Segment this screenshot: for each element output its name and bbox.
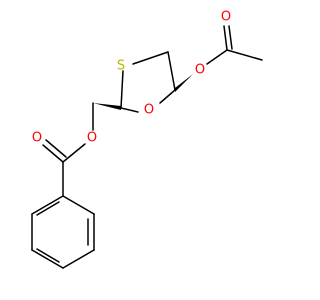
bond-acyl-carbonyl-2 [228, 25, 233, 50]
bond-s-ch2 [132, 51, 169, 65]
molecule-structure: S O O O O O [31, 10, 263, 269]
molecule-canvas: S O O O O O [31, 9, 263, 269]
oxathiolane-ring [120, 51, 176, 113]
ring-inner-bond-3 [36, 201, 60, 216]
wedge-c5-acetate [175, 74, 193, 92]
bond-o-acyl-carbon [206, 49, 228, 65]
bond-carbonyl-2 [45, 139, 67, 158]
benzene-ring [31, 195, 95, 269]
bond-carbonyl-1 [42, 144, 64, 163]
bond-oring-c2 [120, 107, 139, 113]
benzoate-linker [42, 102, 94, 197]
bond-c2-s [120, 70, 124, 109]
oxygen-acetate-carbonyl-label: O [221, 10, 231, 25]
bond-acyl-carbonyl-1 [223, 25, 228, 51]
wedge-c2-ch2 [93, 103, 121, 110]
acetate-group [206, 25, 263, 65]
bond-ch2-c5 [167, 51, 176, 91]
bond-o-carbonyl-carbon [62, 143, 86, 163]
ring-bond-3 [62, 249, 95, 269]
oxygen-benzoate-ester-label: O [87, 131, 97, 146]
ring-bond-4 [31, 249, 64, 269]
ring-inner-bond-2 [36, 248, 60, 263]
ring-bond-1 [62, 195, 95, 215]
oxygen-acetate-ester-label: O [195, 63, 205, 78]
ring-bond-6 [31, 195, 64, 215]
oxygen-benzoate-carbonyl-label: O [32, 131, 42, 146]
bond-acyl-methyl [226, 49, 263, 61]
oxygen-ring-label: O [144, 103, 154, 118]
sulfur-ring-label: S [117, 59, 125, 74]
bond-c5-oring [159, 89, 176, 104]
